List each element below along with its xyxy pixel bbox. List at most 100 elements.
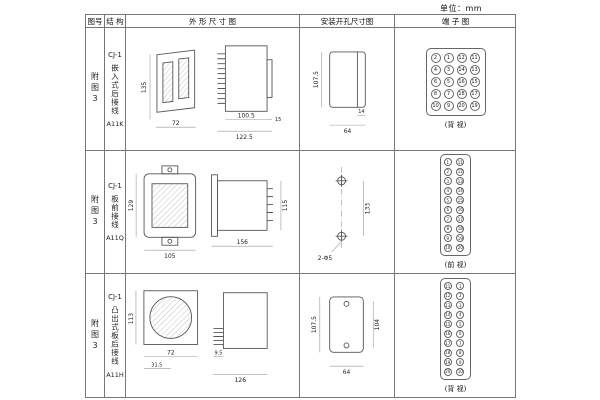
fig-no-label: 附图3 <box>90 319 100 353</box>
terminal-number: 11 <box>469 53 480 63</box>
terminal-number: 15 <box>469 77 480 87</box>
fig-no-r2: 附图3 <box>86 151 105 274</box>
terminal-number: 5 <box>443 77 454 87</box>
terminal-number: 1 <box>443 53 454 63</box>
code-label: A11K <box>106 119 124 128</box>
terminal-number: 12 <box>456 167 465 176</box>
dimension-lines <box>135 173 282 251</box>
terminal-number: 7 <box>443 215 452 224</box>
outline-cell-r3: 113 72 31.5 9.5 126 <box>126 274 300 398</box>
dim-height: 133 <box>364 203 371 215</box>
terminal-number: 10 <box>430 101 441 111</box>
dimension-lines <box>321 51 366 126</box>
header-fig-no: 图号 <box>86 15 105 28</box>
terminal-number: 12 <box>456 53 467 63</box>
side-view <box>213 292 268 349</box>
terminal-number: 13 <box>443 301 452 310</box>
outline-drawing-r3: 113 72 31.5 9.5 126 <box>128 290 268 384</box>
terminal-number: 9 <box>443 101 454 111</box>
header-terminal: 端 子 图 <box>395 15 516 28</box>
dim-width: 72 <box>172 120 180 127</box>
outline-cell-r1: 135 72 100.5 15 122.5 <box>126 28 300 151</box>
terminal-number: 8 <box>443 224 452 233</box>
terminal-number: 2 <box>430 53 441 63</box>
fig-no-label: 附图3 <box>90 195 100 229</box>
terminal-number: 20 <box>443 367 452 376</box>
dim-depth: 156 <box>237 239 249 246</box>
model-label: CJ-1 <box>108 293 122 302</box>
dim-height: 135 <box>141 82 148 94</box>
fig-no-label: 附图3 <box>90 72 100 106</box>
outline-drawing-r1: 135 72 100.5 15 122.5 <box>141 45 281 141</box>
mount-label: 板前接线 <box>110 195 120 229</box>
cutout-outline <box>329 296 364 353</box>
terminal-number: 16 <box>456 205 465 214</box>
mount-label: 凸出式板后接线 <box>110 306 120 366</box>
terminal-number: 2 <box>443 167 452 176</box>
spec-table: 图号 结 构 外 形 尺 寸 图 安装开孔尺寸图 端 子 图 附图3 CJ-1 … <box>85 14 516 398</box>
terminal-number: 14 <box>443 310 452 319</box>
terminal-number: 10 <box>456 367 465 376</box>
header-install: 安装开孔尺寸图 <box>300 15 395 28</box>
install-cell-r3: 107.5 104 64 <box>300 274 395 398</box>
terminal-number: 17 <box>443 339 452 348</box>
dim-width: 64 <box>344 128 352 135</box>
outline-drawing-r2: 129 105 156 115 <box>128 165 289 260</box>
dim-height: 107.5 <box>311 316 318 333</box>
mount-label: 嵌入式后接线 <box>110 63 120 115</box>
cutout-outline <box>329 51 366 108</box>
dim-holes: 2-Φ5 <box>318 255 333 262</box>
terminal-number: 20 <box>456 243 465 252</box>
terminal-number: 7 <box>456 339 465 348</box>
dim-width: 72 <box>167 349 175 356</box>
terminal-number: 4 <box>443 186 452 195</box>
terminal-number: 19 <box>443 358 452 367</box>
dimension-lines <box>135 290 268 375</box>
drill-holes <box>335 174 348 243</box>
terminal-number: 12 <box>443 291 452 300</box>
dim-side-height: 115 <box>282 200 289 212</box>
terminal-view-label: (背 视) <box>444 384 467 393</box>
dim-depth: 100.5 <box>238 112 255 119</box>
terminal-number: 10 <box>443 243 452 252</box>
terminal-number: 16 <box>456 77 467 87</box>
install-drawing-r2: 133 2-Φ5 <box>318 166 371 262</box>
dim-depth-total: 122.5 <box>236 134 253 141</box>
dim-inner-height: 104 <box>374 319 381 331</box>
terminal-number: 15 <box>443 320 452 329</box>
terminal-number: 7 <box>443 89 454 99</box>
front-view <box>143 165 197 246</box>
dim-height: 107.5 <box>313 71 320 88</box>
dim-flange: 15 <box>275 117 281 123</box>
terminal-number: 15 <box>456 196 465 205</box>
terminal-number: 14 <box>456 65 467 75</box>
terminal-number: 18 <box>443 348 452 357</box>
install-drawing-r1: 107.5 14 64 <box>313 51 366 135</box>
terminal-number: 19 <box>469 101 480 111</box>
terminal-number: 8 <box>456 348 465 357</box>
terminal-number: 3 <box>443 177 452 186</box>
front-view <box>156 49 196 113</box>
dim-pin-len: 9.5 <box>215 350 223 356</box>
terminal-number: 11 <box>443 282 452 291</box>
model-label: CJ-1 <box>108 182 122 190</box>
terminal-number: 16 <box>443 329 452 338</box>
terminal-number: 2 <box>456 291 465 300</box>
terminal-number: 17 <box>456 215 465 224</box>
dim-width: 64 <box>343 369 351 376</box>
terminal-number: 14 <box>456 186 465 195</box>
outline-cell-r2: 129 105 156 115 <box>126 151 300 274</box>
terminal-number: 18 <box>456 224 465 233</box>
terminal-number: 9 <box>443 234 452 243</box>
terminal-number: 4 <box>430 65 441 75</box>
header-structure: 结 构 <box>105 15 126 28</box>
terminal-number: 17 <box>469 89 480 99</box>
terminal-number: 11 <box>456 158 465 167</box>
unit-label: 单位：mm <box>440 4 483 13</box>
dim-height: 113 <box>128 313 135 325</box>
dimension-lines <box>331 180 364 253</box>
terminal-number: 6 <box>443 205 452 214</box>
